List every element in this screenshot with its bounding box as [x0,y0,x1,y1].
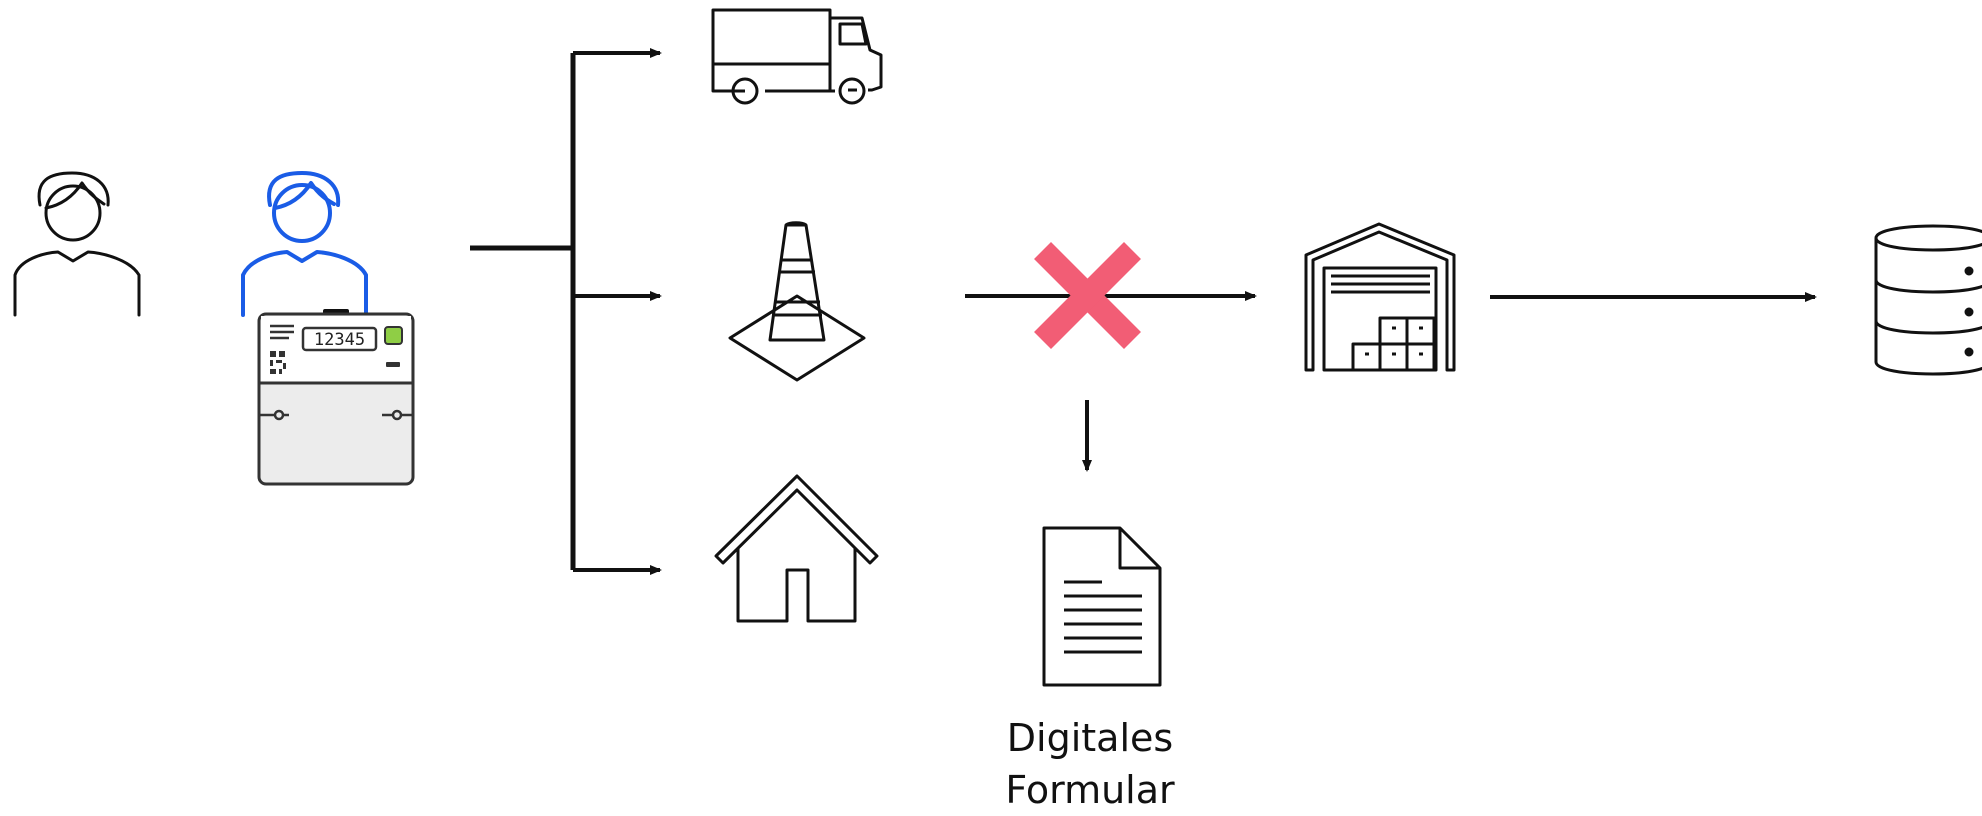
electricity-meter-icon: 12345 [257,309,415,486]
technician-icon [241,171,368,317]
house-icon [714,474,879,623]
person-icon [13,171,141,317]
warehouse-icon [1304,222,1456,372]
cross-icon [1034,242,1141,349]
document-caption: Digitales Formular [985,712,1195,816]
document-caption-line1: Digitales [1006,716,1174,760]
document-caption-line2: Formular [1005,768,1175,812]
database-icon [1874,224,1982,376]
traffic-cone-icon [728,221,866,382]
meter-display: 12345 [314,330,365,350]
qr-code [270,351,286,374]
truck-icon [711,8,883,105]
branch-connector [470,48,662,575]
document-icon [1042,526,1162,687]
